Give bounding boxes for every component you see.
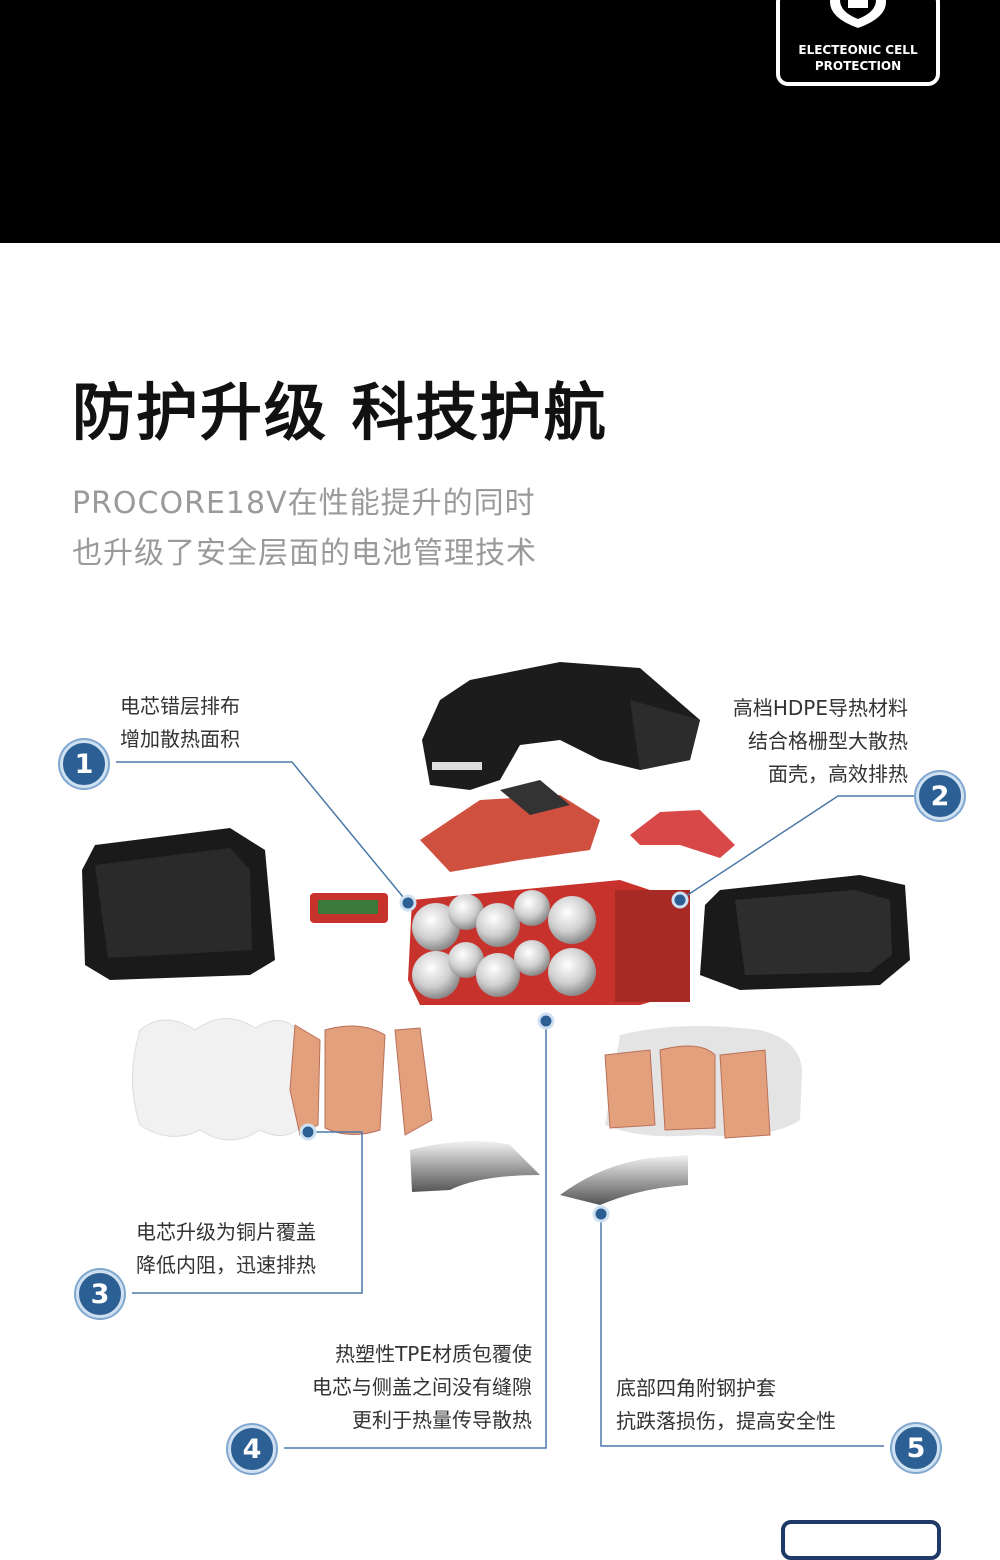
page-title: 防护升级 科技护航	[72, 376, 608, 449]
callout-3-text: 电芯升级为铜片覆盖 降低内阻，迅速排热	[136, 1216, 316, 1282]
next-section-tab	[781, 1520, 941, 1560]
right-side-cover	[700, 875, 910, 990]
callout-1-line2: 增加散热面积	[120, 727, 240, 751]
callout-number-4: 4	[228, 1425, 276, 1473]
subtitle-line1: PROCORE18V在性能提升的同时	[72, 486, 536, 521]
badge-text: ELECTEONIC CELL PROTECTION	[780, 42, 936, 74]
copper-plates-left	[289, 1024, 433, 1136]
subtitle-line2: 也升级了安全层面的电池管理技术	[72, 536, 537, 571]
callout-3-line2: 降低内阻，迅速排热	[136, 1253, 316, 1277]
callout-5-line2: 抗跌落损伤，提高安全性	[616, 1409, 836, 1433]
callout-4-line1: 热塑性TPE材质包覆使	[335, 1342, 532, 1366]
release-latch	[630, 810, 735, 858]
callout-2-text: 高档HDPE导热材料 结合格栅型大散热 面壳，高效排热	[733, 692, 908, 791]
callout-number-3: 3	[76, 1270, 124, 1318]
top-banner: ELECTEONIC CELL PROTECTION	[0, 0, 1000, 243]
leader-lines	[116, 761, 914, 1449]
callout-4-text: 热塑性TPE材质包覆使 电芯与侧盖之间没有缝隙 更利于热量传导散热	[312, 1338, 532, 1437]
battery-cells	[412, 890, 596, 999]
shield-icon	[830, 0, 886, 28]
callout-5-line1: 底部四角附钢护套	[616, 1376, 776, 1400]
callout-number-1: 1	[60, 740, 108, 788]
top-housing	[422, 662, 700, 790]
callout-number-2: 2	[916, 772, 964, 820]
callout-2-line1: 高档HDPE导热材料	[732, 696, 908, 720]
callout-number-5: 5	[892, 1424, 940, 1472]
callout-5-text: 底部四角附钢护套 抗跌落损伤，提高安全性	[616, 1372, 836, 1438]
callout-4-line3: 更利于热量传导散热	[352, 1408, 532, 1432]
callout-1-text: 电芯错层排布 增加散热面积	[120, 690, 240, 756]
tpe-padding	[132, 1018, 306, 1141]
callout-3-line1: 电芯升级为铜片覆盖	[136, 1220, 316, 1244]
anchor-dots	[299, 891, 689, 1223]
callout-2-line2: 结合格栅型大散热	[748, 729, 908, 753]
steel-guard-right	[560, 1155, 688, 1205]
protection-badge: ELECTEONIC CELL PROTECTION	[776, 0, 940, 86]
badge-line2: PROTECTION	[814, 59, 902, 73]
steel-guard-left	[410, 1141, 540, 1192]
pcb-board	[420, 780, 600, 872]
tpe-copper-right	[604, 1026, 802, 1139]
callout-1-line1: 电芯错层排布	[120, 694, 240, 718]
badge-line1: ELECTEONIC CELL	[798, 43, 918, 57]
left-side-cover	[82, 828, 275, 980]
callout-4-line2: 电芯与侧盖之间没有缝隙	[312, 1375, 532, 1399]
callout-2-line3: 面壳，高效排热	[768, 762, 908, 786]
